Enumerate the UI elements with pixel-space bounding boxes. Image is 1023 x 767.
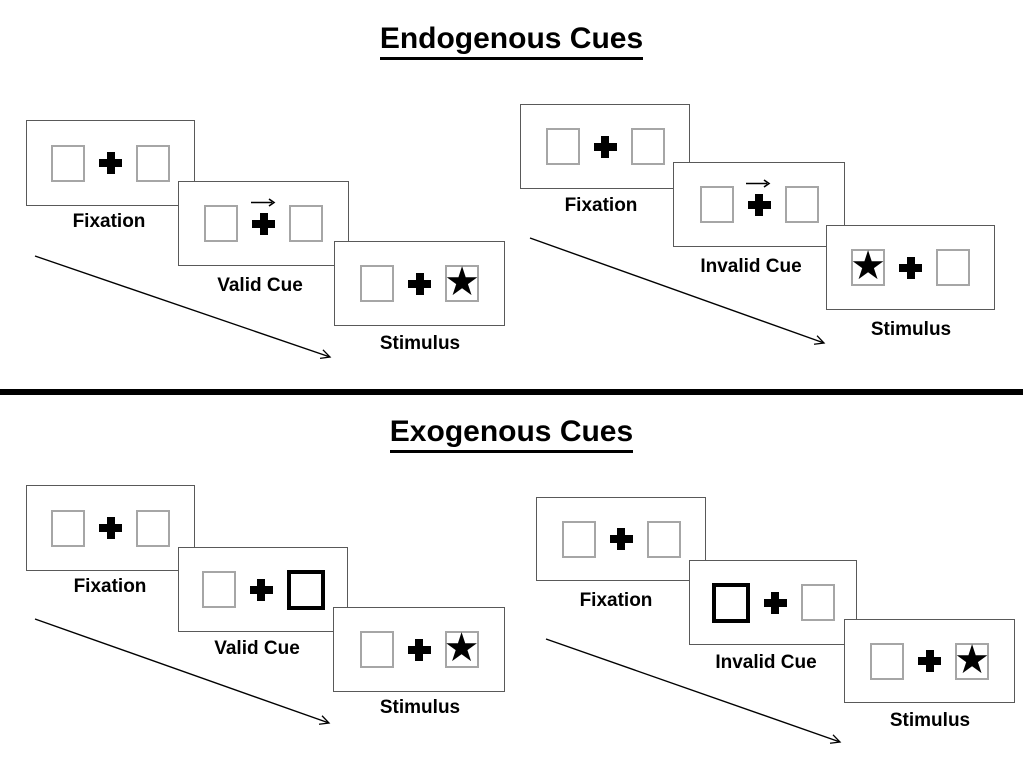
exo-valid-cue-panel: [178, 547, 348, 632]
left-placeholder-square: [51, 144, 85, 182]
endogenous-title-text: Endogenous Cues: [379, 24, 644, 60]
endo-invalid-cue-label: Invalid Cue: [700, 256, 802, 277]
endo-invalid-stimulus-panel: ★: [826, 225, 995, 310]
endo-valid-cue-panel: [178, 181, 349, 266]
endo-valid-stimulus-panel: ★: [334, 241, 505, 326]
fixation-cross-wrap: [746, 178, 771, 216]
endo-valid-stimulus-label: Stimulus: [379, 333, 461, 354]
fixation-cross-wrap: [763, 591, 787, 614]
exo-valid-cue-label: Valid Cue: [214, 638, 300, 659]
fixation-cross-icon: [763, 591, 787, 614]
left-target-square: ★: [850, 244, 886, 288]
right-placeholder-square: [630, 128, 665, 165]
left-placeholder-square: [360, 265, 394, 302]
exo-invalid-cue-panel: [689, 560, 857, 645]
star-icon: ★: [444, 260, 480, 304]
fixation-cross-wrap: [408, 272, 431, 295]
left-placeholder-square: [201, 571, 236, 608]
fixation-cross-icon: [249, 578, 273, 601]
right-placeholder-square: [646, 520, 681, 558]
exo-invalid-stimulus-label: Stimulus: [889, 710, 971, 731]
fixation-cross-wrap: [99, 517, 122, 539]
fixation-cross-icon: [609, 528, 633, 550]
fixation-cross-icon: [747, 193, 771, 216]
endo-invalid-fixation-panel: [520, 104, 690, 189]
endo-valid-cue-label: Valid Cue: [217, 275, 303, 296]
right-placeholder-square: [800, 584, 835, 621]
fixation-cross-wrap: [609, 528, 633, 550]
fixation-cross-icon: [593, 135, 617, 158]
right-target-square: ★: [444, 260, 480, 304]
right-placeholder-square: [784, 186, 819, 223]
fixation-cross-wrap: [249, 578, 273, 601]
star-icon: ★: [850, 244, 886, 288]
right-placeholder-square: [936, 249, 970, 286]
exo-invalid-cue-label: Invalid Cue: [715, 652, 817, 673]
exo-valid-stimulus-label: Stimulus: [379, 697, 461, 718]
left-placeholder-square: [204, 205, 238, 242]
fixation-cross-icon: [899, 256, 922, 279]
right-cue-highlight-square: [286, 569, 325, 610]
fixation-cross-icon: [252, 212, 275, 235]
fixation-cross-icon: [99, 152, 122, 174]
right-placeholder-square: [289, 205, 323, 242]
cue-arrow-icon: [746, 178, 771, 188]
section-divider: [0, 389, 1023, 395]
exo-invalid-fixation-panel: [536, 497, 706, 581]
fixation-cross-icon: [99, 517, 122, 539]
left-placeholder-square: [51, 509, 85, 547]
endo-invalid-stimulus-label: Stimulus: [870, 319, 952, 340]
left-placeholder-square: [870, 642, 904, 680]
endo-invalid-fixation-label: Fixation: [564, 195, 638, 216]
sequence-arrow-exogenous-valid: [34, 618, 331, 725]
exogenous-title-text: Exogenous Cues: [389, 417, 634, 453]
fixation-cross-wrap: [899, 256, 922, 279]
right-placeholder-square: [136, 509, 170, 547]
fixation-cross-icon: [918, 650, 941, 672]
exo-valid-stimulus-panel: ★: [333, 607, 505, 692]
sequence-arrow-endogenous-invalid: [529, 237, 826, 345]
exo-invalid-stimulus-panel: ★: [844, 619, 1015, 703]
fixation-cross-wrap: [250, 197, 275, 235]
left-placeholder-square: [359, 631, 394, 668]
fixation-cross-wrap: [918, 650, 941, 672]
fixation-cross-icon: [407, 638, 431, 661]
sequence-arrow-endogenous-valid: [34, 255, 332, 359]
left-cue-highlight-square: [711, 582, 750, 623]
right-placeholder-square: [136, 144, 170, 182]
exo-invalid-fixation-label: Fixation: [579, 590, 653, 611]
exogenous-section-title: Exogenous Cues: [0, 415, 1023, 453]
left-placeholder-square: [561, 520, 596, 558]
exo-valid-fixation-label: Fixation: [73, 576, 147, 597]
left-placeholder-square: [545, 128, 580, 165]
fixation-cross-wrap: [99, 152, 122, 174]
right-target-square: ★: [443, 626, 480, 670]
endogenous-section-title: Endogenous Cues: [0, 22, 1023, 60]
fixation-cross-icon: [408, 272, 431, 295]
endo-valid-fixation-panel: [26, 120, 195, 206]
exo-valid-fixation-panel: [26, 485, 195, 571]
right-target-square: ★: [954, 637, 990, 682]
star-icon: ★: [954, 637, 990, 682]
star-icon: ★: [443, 626, 480, 670]
fixation-cross-wrap: [593, 135, 617, 158]
fixation-cross-wrap: [407, 638, 431, 661]
endo-valid-fixation-label: Fixation: [72, 211, 146, 232]
endo-invalid-cue-panel: [673, 162, 845, 247]
cue-arrow-icon: [250, 197, 275, 207]
left-placeholder-square: [699, 186, 734, 223]
